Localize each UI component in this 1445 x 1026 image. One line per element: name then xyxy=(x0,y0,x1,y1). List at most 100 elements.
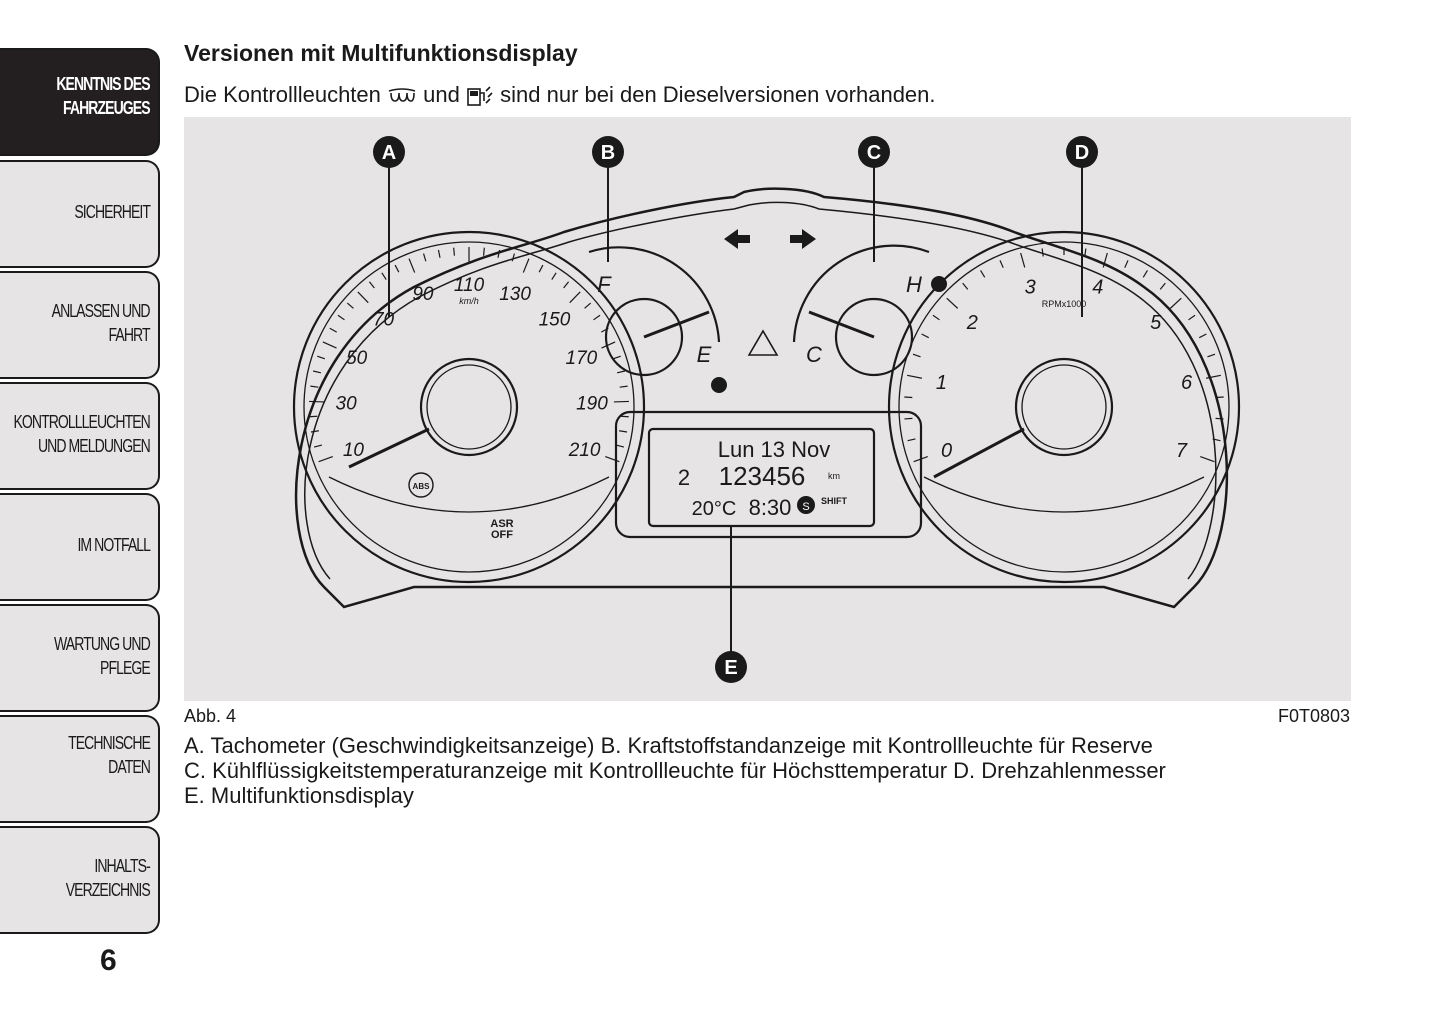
figure-label: Abb. 4 xyxy=(184,706,237,726)
speedometer-tick xyxy=(605,456,620,463)
display-odo-unit: km xyxy=(828,471,840,481)
tachometer-tick xyxy=(1102,252,1108,268)
intro-text: Die Kontrollleuchten und sind nur bei de… xyxy=(184,82,936,108)
speedometer-tick xyxy=(619,430,628,433)
speedometer-tick-label: 110 xyxy=(454,275,485,296)
asr-off-label-2: OFF xyxy=(491,529,513,541)
tachometer-unit: RPMx1000 xyxy=(1042,299,1087,309)
speedometer-tick xyxy=(394,264,400,273)
speedometer-tick-label: 70 xyxy=(373,310,395,331)
speedometer-tick xyxy=(322,341,337,349)
speedometer-tick-label: 210 xyxy=(568,440,601,461)
tachometer-tick-label: 3 xyxy=(1025,277,1036,299)
speedometer-tick xyxy=(313,444,322,448)
tachometer-tick xyxy=(1207,353,1216,358)
water-in-fuel-icon xyxy=(467,86,493,106)
tab-inhaltsverzeichnis[interactable]: INHALTS-VERZEICHNIS xyxy=(0,826,160,934)
tachometer-tick-label: 5 xyxy=(1150,312,1162,334)
speedometer-tick-label: 150 xyxy=(539,310,571,331)
temp-gauge-hub xyxy=(834,297,914,377)
intro-part3: sind nur bei den Dieselversionen vorhand… xyxy=(500,82,936,107)
tachometer-tick xyxy=(1041,248,1044,257)
display-time: 8:30 xyxy=(749,495,792,520)
tachometer-tick xyxy=(1215,417,1224,420)
display-gear: 2 xyxy=(678,465,690,490)
turn-right-icon xyxy=(790,229,816,249)
speedometer-tick xyxy=(613,400,629,403)
speedometer-needle xyxy=(348,427,430,469)
speedometer-tick xyxy=(616,370,626,374)
hazard-warning-icon xyxy=(747,329,779,356)
tachometer-tick xyxy=(1198,333,1207,339)
figure-caption: A. Tachometer (Geschwindigkeitsanzeige) … xyxy=(184,733,1166,808)
speedometer-tick-label: 90 xyxy=(412,284,434,305)
tab-sicherheit[interactable]: SICHERHEIT xyxy=(0,160,160,268)
tachometer-tick-label: 1 xyxy=(936,372,947,394)
speedometer-tick xyxy=(511,253,516,262)
fuel-gauge-full-label: F xyxy=(597,272,612,297)
tachometer-warning-panel xyxy=(923,476,1205,513)
section-heading: Versionen mit Multifunktionsdisplay xyxy=(184,40,578,66)
intro-part2: und xyxy=(423,82,460,107)
display-shift: SHIFT xyxy=(821,496,848,506)
tachometer-tick xyxy=(907,374,922,379)
page-number: 6 xyxy=(100,944,117,977)
display-date: Lun 13 Nov xyxy=(718,437,831,462)
display-odometer: 123456 xyxy=(719,461,806,491)
tab-technische-daten[interactable]: TECHNISCHE DATEN xyxy=(0,715,160,823)
speedometer-tick xyxy=(619,385,628,388)
speedometer-tick xyxy=(522,258,530,273)
glow-plug-icon xyxy=(388,88,416,102)
speedometer-tick xyxy=(584,302,592,309)
speedometer-tick xyxy=(357,291,369,304)
fuel-gauge-arc xyxy=(588,246,721,343)
callout-marker xyxy=(1066,136,1098,168)
tachometer-tick xyxy=(1084,248,1087,257)
speedometer-tick xyxy=(422,253,427,262)
speedometer-tick xyxy=(312,370,322,374)
temp-max-lamp xyxy=(931,276,947,292)
intro-part1: Die Kontrollleuchten xyxy=(184,82,381,107)
tachometer-tick xyxy=(912,353,921,358)
tachometer-tick xyxy=(962,282,969,290)
speedometer-tick xyxy=(593,314,601,321)
callout-marker xyxy=(858,136,890,168)
tachometer-tick xyxy=(1212,438,1221,442)
callout-marker xyxy=(592,136,624,168)
figure-code: F0T0803 xyxy=(1277,706,1350,726)
temp-gauge-hot-label: H xyxy=(906,272,922,297)
speedometer-tick xyxy=(569,291,581,304)
speedometer-tick xyxy=(437,249,441,258)
speedometer-tick-label: 190 xyxy=(576,394,608,415)
speedometer-warning-panel xyxy=(328,476,610,513)
speedometer-tick xyxy=(381,272,387,280)
tachometer-tick xyxy=(946,297,959,309)
multifunction-display-screen xyxy=(647,427,876,528)
speedometer-tick xyxy=(408,258,416,273)
display-s-mode-icon xyxy=(797,496,815,514)
tachometer-tick xyxy=(1206,374,1221,379)
speedometer-tick xyxy=(337,314,345,321)
speedometer-tick xyxy=(482,247,485,256)
callout-label: E xyxy=(724,657,737,679)
speedometer-tick xyxy=(329,327,338,333)
tab-im-notfall[interactable]: IM NOTFALL xyxy=(0,493,160,601)
tachometer-tick xyxy=(1020,252,1026,268)
temp-gauge-arc xyxy=(792,244,930,343)
callout-marker xyxy=(715,651,747,683)
speedometer-dial xyxy=(303,241,635,573)
tachometer-tick-label: 2 xyxy=(966,312,978,334)
callout-label: D xyxy=(1075,142,1089,164)
callout-label: A xyxy=(382,142,396,164)
tachometer-tick xyxy=(921,333,930,339)
speedometer-unit: km/h xyxy=(459,296,479,306)
fuel-gauge-needle xyxy=(643,310,710,339)
